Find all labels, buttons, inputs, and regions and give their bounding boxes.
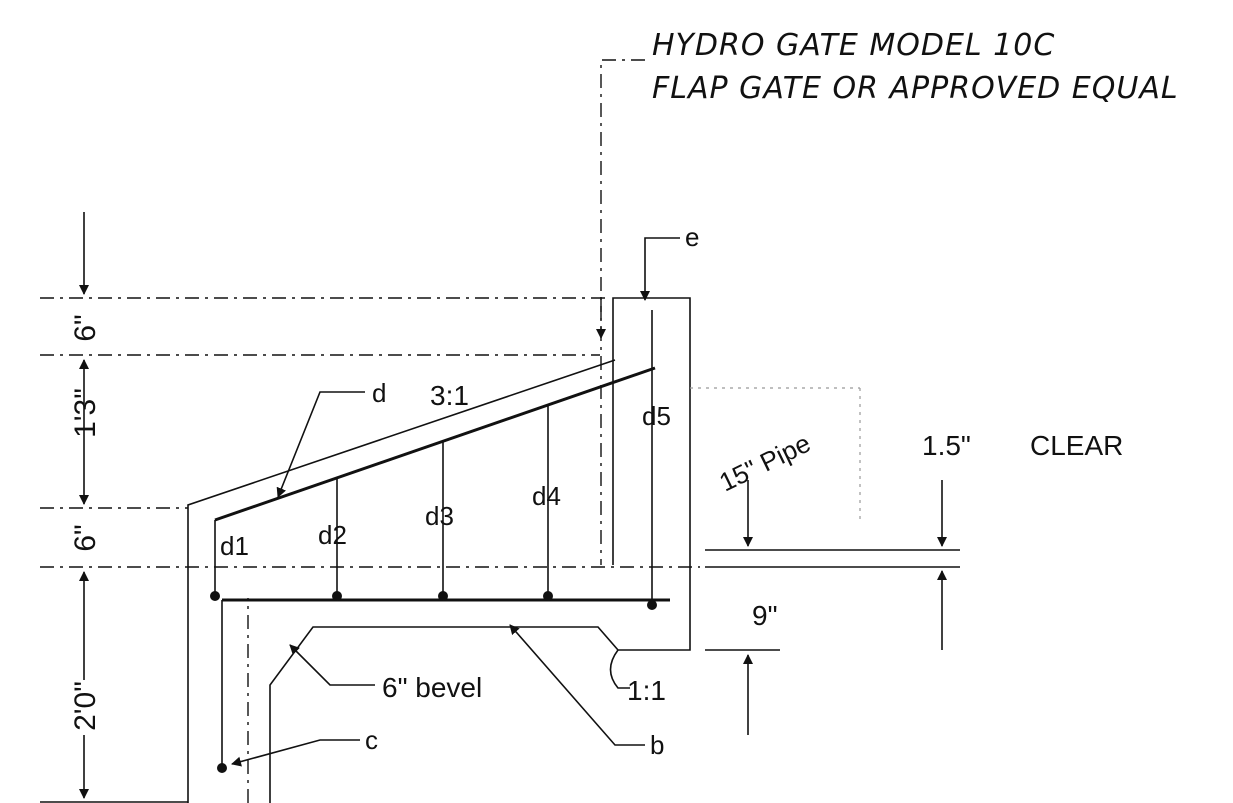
bar-label-d1: d1 [220,531,249,561]
leader-c [231,739,360,767]
outline-sloped-top-face [187,359,616,803]
bar-label-b: b [650,730,664,760]
leader-bevel [289,644,375,686]
dimension-lines [79,212,947,799]
bar-label-d5: d5 [642,401,671,431]
bar-label-d4: d4 [532,481,561,511]
gate-note-line2: FLAP GATE OR APPROVED EQUAL [652,71,1179,106]
bar-dot-d3 [438,591,448,601]
bar-dot-d4 [543,591,553,601]
bar-label-d3: d3 [425,501,454,531]
annotations: HYDRO GATE MODEL 10C FLAP GATE OR APPROV… [69,28,1179,760]
bar-dot-d2 [332,591,342,601]
bar-d-sloped [214,366,656,522]
pipe-label: 15" Pipe [714,428,815,498]
bar-label-d2: d2 [318,520,347,550]
gate-note-line1: HYDRO GATE MODEL 10C [652,28,1055,63]
bar-label-e: e [685,222,699,252]
leader-d [276,391,365,498]
clear-label: CLEAR [1030,430,1123,461]
leader-gate-note [596,59,645,339]
outline-bevel-face [269,565,691,803]
bar-label-c: c [365,725,378,755]
leader-bevel-slope [609,649,630,689]
depth-dim: 9" [752,600,778,631]
bar-dot-c [217,763,227,773]
leader-b [509,624,645,746]
dim-mid-slab: 6" [69,524,102,551]
dim-rise: 1'3" [69,388,102,438]
reinforcement [210,310,670,773]
outline-headwall-box [612,297,691,565]
bevel-label: 6" bevel [382,672,482,703]
concrete-outline [40,297,960,803]
bar-dot-d1 [210,591,220,601]
clear-dim: 1.5" [922,430,971,461]
leader-e [640,237,680,301]
dim-top-slab: 6" [69,314,102,341]
leaders [231,59,680,767]
bar-label-d: d [372,378,386,408]
bevel-slope-label: 1:1 [627,675,666,706]
slope-label: 3:1 [430,380,469,411]
bar-dot-d5 [647,600,657,610]
dim-footing: 2'0" [69,681,102,731]
